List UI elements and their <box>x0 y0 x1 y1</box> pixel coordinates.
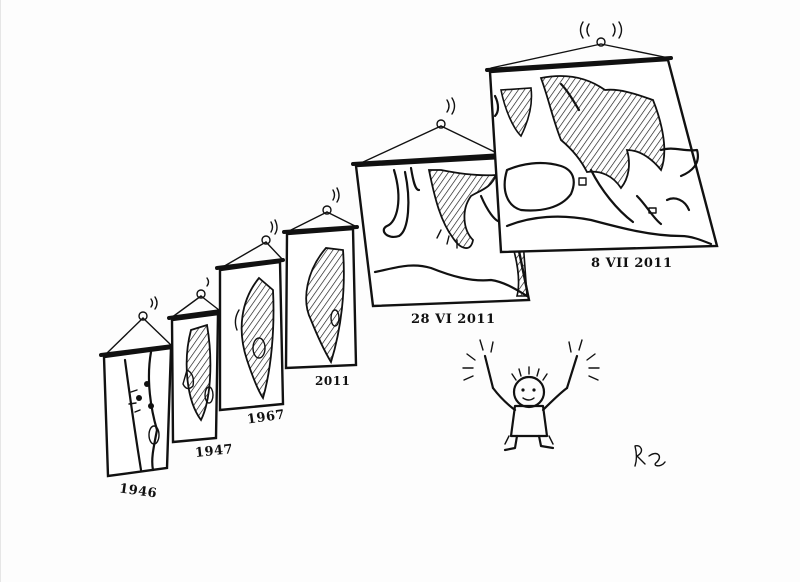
caption-28-vi-2011: 28 VI 2011 <box>411 312 496 327</box>
map-8-vii-2011 <box>485 21 719 254</box>
conductor-figure <box>462 339 600 452</box>
map-1967 <box>215 219 285 412</box>
caption-2011: 2011 <box>315 374 351 388</box>
map-2011 <box>282 187 359 370</box>
caption-8-vii-2011: 8 VII 2011 <box>591 256 673 271</box>
map-1947 <box>167 277 223 444</box>
map-1946 <box>99 296 175 478</box>
artist-signature <box>634 444 666 467</box>
map-28-vi-2011 <box>351 97 531 308</box>
